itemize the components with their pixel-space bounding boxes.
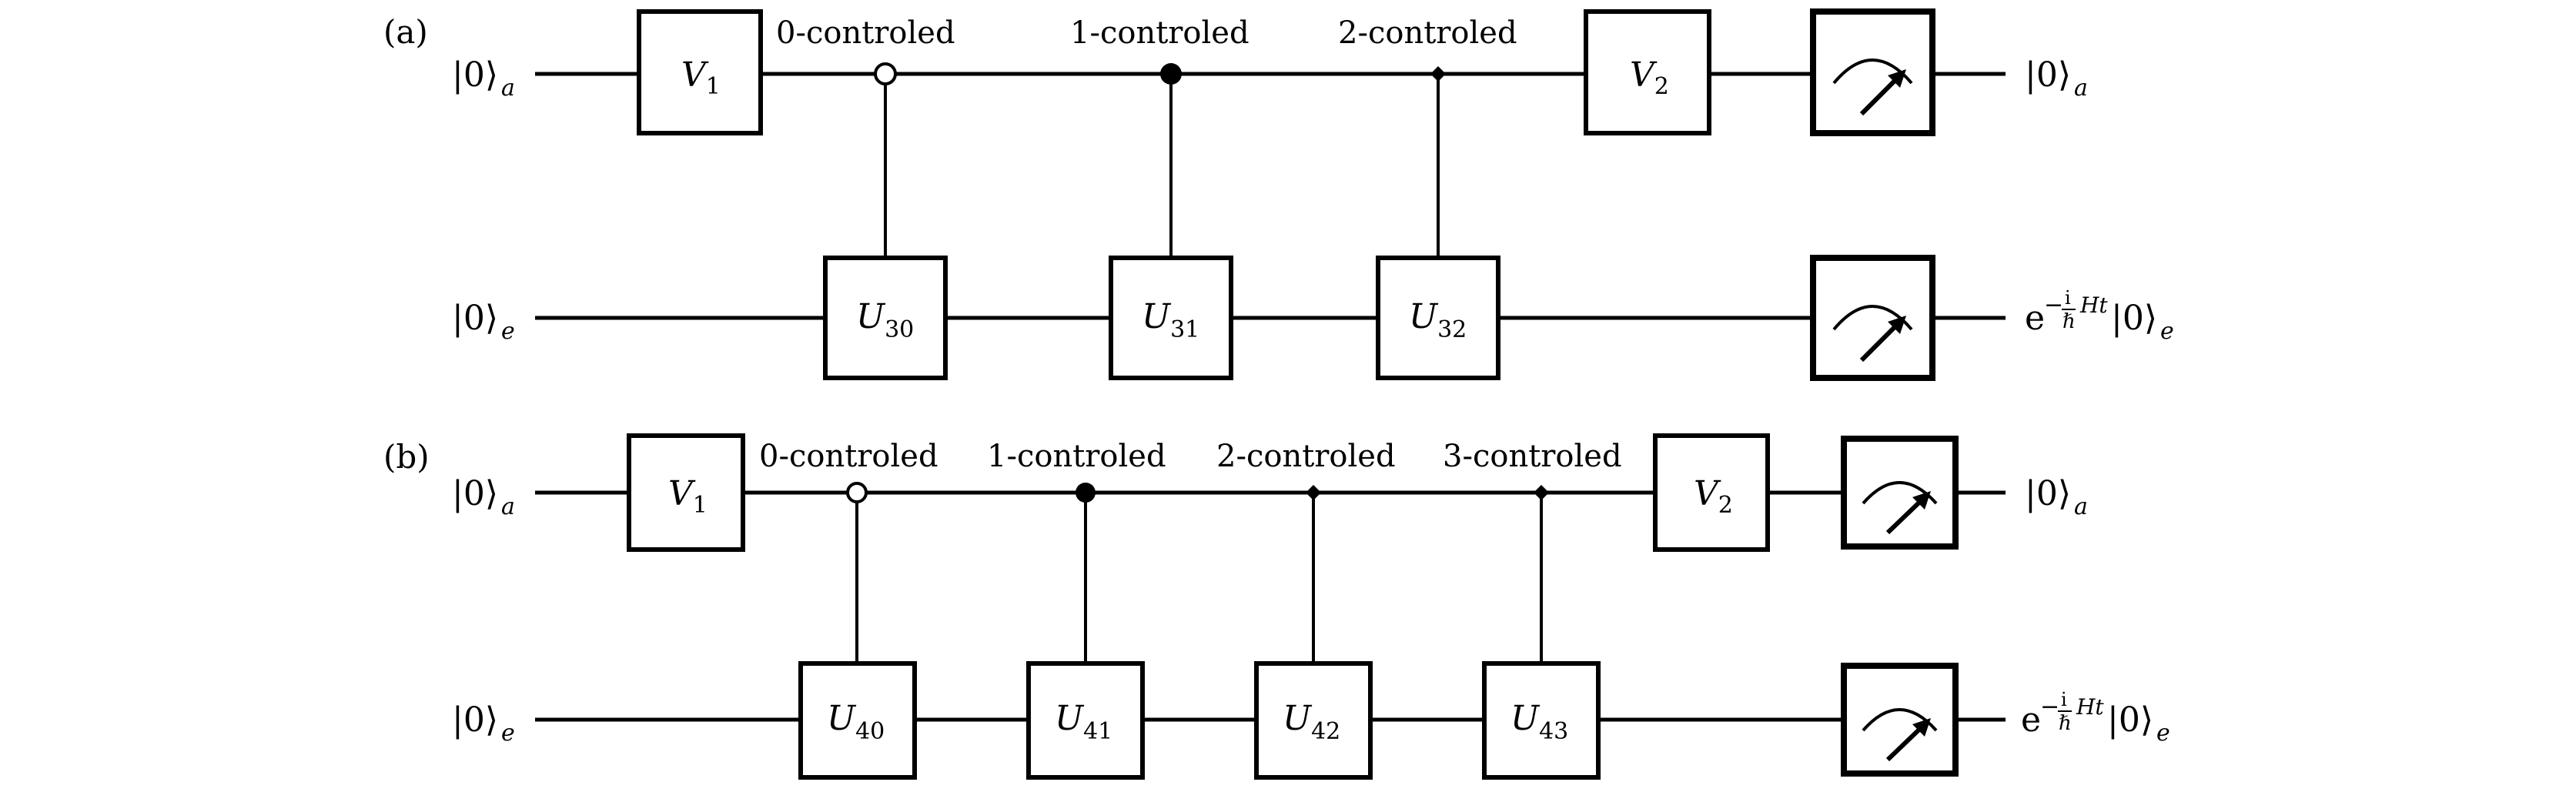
input-e-ket: |0⟩e — [452, 700, 515, 747]
gate-v2 — [1584, 9, 1711, 135]
svg-text:e: e — [2025, 299, 2045, 338]
panel-b-label: (b) — [383, 438, 430, 476]
filled-control-dot — [1160, 63, 1182, 85]
gate-v1-label: V1 — [668, 474, 708, 519]
gate-u30 — [823, 256, 948, 380]
gate-u43-label: U43 — [1510, 699, 1568, 745]
gate-u30-label: U30 — [856, 297, 914, 343]
svg-text:i: i — [2061, 689, 2067, 710]
gate-v1 — [627, 433, 745, 552]
diamond-control-dot — [1534, 485, 1549, 500]
gate-v1-label: V1 — [681, 55, 721, 100]
output-a-ket: |0⟩a — [2025, 55, 2088, 102]
input-a-ket: |0⟩a — [452, 474, 515, 520]
control-label-0: 0-controled — [776, 15, 955, 51]
measurement-meter-icon — [1810, 255, 1935, 381]
svg-text:ℏ: ℏ — [2059, 712, 2072, 735]
measurement-meter-icon — [1841, 663, 1959, 777]
svg-text:Ht: Ht — [2076, 694, 2104, 720]
gate-u40-label: U40 — [827, 699, 885, 745]
gate-v2 — [1653, 433, 1770, 552]
open-control-dot — [874, 62, 897, 85]
svg-text:ℏ: ℏ — [2062, 310, 2076, 333]
svg-text:e: e — [2021, 700, 2041, 740]
control-label-3: 3-controled — [1443, 439, 1622, 474]
panel-b: (b) |0⟩a |0⟩e V1 0-controled U40 1-contr… — [383, 433, 2170, 780]
gate-u41 — [1026, 661, 1145, 780]
open-control-dot — [846, 482, 868, 503]
gate-u31 — [1109, 256, 1233, 380]
output-e-expression: e − i ℏ Ht |0⟩e — [2025, 287, 2174, 345]
gate-u32-label: U32 — [1409, 297, 1467, 343]
panel-a-label: (a) — [383, 13, 428, 51]
gate-u40 — [798, 661, 917, 780]
gate-u41-label: U41 — [1055, 699, 1112, 745]
control-label-1: 1-controled — [1070, 15, 1250, 51]
control-label-0: 0-controled — [759, 439, 938, 474]
gate-u43 — [1482, 661, 1601, 780]
filled-control-dot — [1076, 483, 1096, 503]
measurement-meter-icon — [1810, 8, 1935, 136]
gate-v1 — [637, 9, 763, 135]
diamond-control-dot — [1306, 485, 1321, 500]
svg-text:Ht: Ht — [2079, 292, 2108, 318]
input-e-ket: |0⟩e — [452, 299, 515, 345]
input-a-ket: |0⟩a — [452, 55, 515, 102]
measurement-meter-icon — [1841, 436, 1959, 550]
gate-v2-label: V2 — [1694, 474, 1733, 519]
output-a-ket: |0⟩a — [2025, 474, 2088, 520]
diamond-control-dot — [1430, 66, 1446, 82]
gate-u42-label: U42 — [1283, 699, 1340, 745]
svg-text:|0⟩e: |0⟩e — [2111, 299, 2174, 345]
svg-text:|0⟩e: |0⟩e — [2107, 700, 2170, 747]
control-label-2: 2-controled — [1338, 15, 1517, 51]
output-e-expression: e − i ℏ Ht |0⟩e — [2021, 689, 2170, 747]
gate-u42 — [1254, 661, 1373, 780]
gate-u32 — [1376, 256, 1500, 380]
svg-text:−: − — [2040, 693, 2059, 720]
svg-text:i: i — [2065, 287, 2071, 309]
svg-text:−: − — [2044, 292, 2063, 319]
gate-v2-label: V2 — [1630, 55, 1669, 100]
gate-u31-label: U31 — [1142, 297, 1199, 343]
control-label-1: 1-controled — [987, 439, 1166, 474]
panel-a: (a) |0⟩a |0⟩e V1 0-controled U30 1-contr… — [383, 8, 2174, 381]
control-label-2: 2-controled — [1216, 439, 1396, 474]
